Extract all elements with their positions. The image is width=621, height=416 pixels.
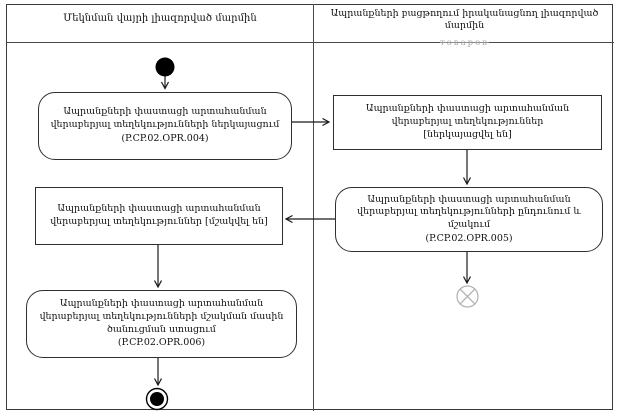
swimlane-divider [313, 4, 314, 411]
object-text: Ապրանքների փաստացի արտահանման վերաբերյալ… [50, 203, 261, 227]
lane-header-separator [6, 42, 614, 43]
diagram-border [6, 4, 613, 410]
object-state-processed: Ապրանքների փաստացի արտահանման վերաբերյալ… [35, 187, 283, 245]
activity-text: Ապրանքների փաստացի արտահանման վերաբերյալ… [357, 193, 581, 230]
activity-code: (P.CP.02.OPR.006) [117, 337, 206, 349]
lane-header-release: Ապրանքների բացթողում իրականացնող լիազորվ… [315, 8, 614, 48]
object-text: Ապրանքների փաստացի արտահանման վերաբերյալ… [365, 103, 570, 128]
lane-title: Ապրանքների բացթողում իրականացնող լիազորվ… [330, 8, 599, 31]
object-state-label: [մշակվել են] [205, 216, 268, 227]
activity-code: (P.CP.02.OPR.004) [121, 132, 209, 144]
faded-artifact-text: товаров [439, 37, 490, 48]
activity-opr005: Ապրանքների փաստացի արտահանման վերաբերյալ… [335, 187, 603, 252]
object-state-label: [ներկայացվել են] [423, 128, 512, 140]
activity-text: Ապրանքների փաստացի արտահանման վերաբերյալ… [39, 298, 284, 335]
activity-code: (P.CP.02.OPR.005) [425, 232, 513, 244]
object-text-inline: Ապրանքների փաստացի արտահանման վերաբերյալ… [44, 203, 274, 228]
lane-title: Մեկնման վայրի լիազորված մարմին [63, 13, 257, 24]
activity-text: Ապրանքների փաստացի արտահանման վերաբերյալ… [50, 106, 280, 131]
activity-opr006: Ապրանքների փաստացի արտահանման վերաբերյալ… [26, 290, 297, 358]
lane-header-departure: Մեկնման վայրի լիազորված մարմին [8, 13, 312, 26]
object-state-presented: Ապրանքների փաստացի արտահանման վերաբերյալ… [333, 95, 602, 150]
activity-opr004: Ապրանքների փաստացի արտահանման վերաբերյալ… [38, 92, 292, 160]
